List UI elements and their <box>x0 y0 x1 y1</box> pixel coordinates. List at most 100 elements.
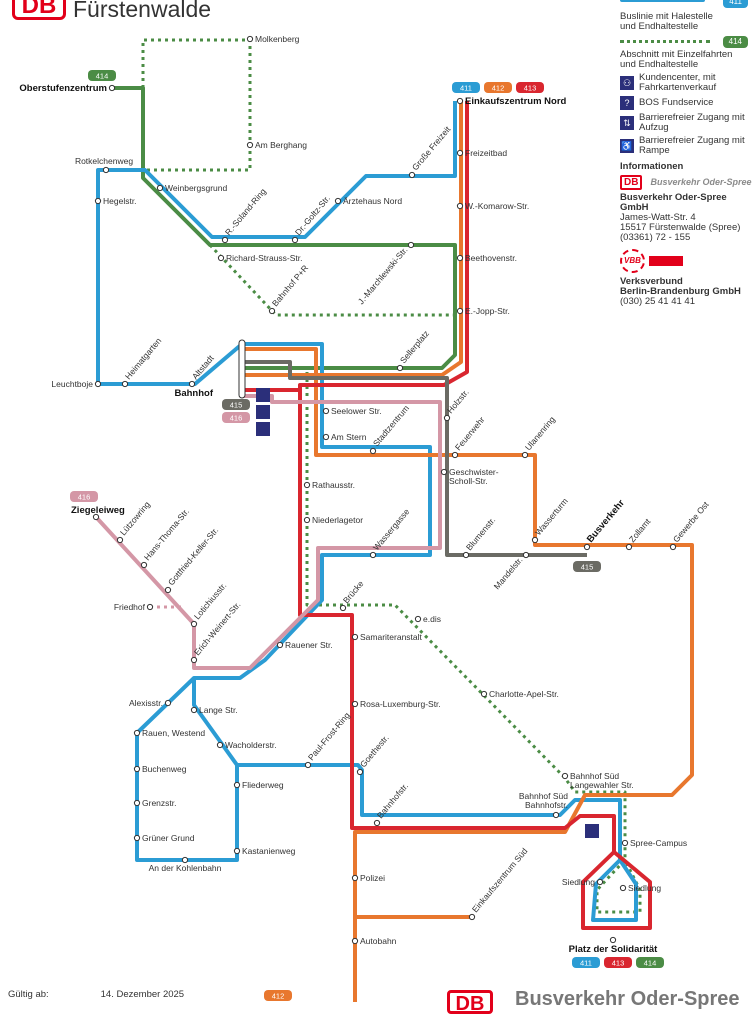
station[interactable]: Geschwister-Scholl-Str. <box>440 467 499 486</box>
station[interactable]: Gottfried-Keller-Str. <box>164 525 220 594</box>
station[interactable]: An der Kohlenbahn <box>149 856 222 873</box>
station-label: e.dis <box>423 614 441 624</box>
line-badge-411[interactable]: 411 <box>452 82 480 93</box>
station[interactable]: Gewerbe Ost <box>669 499 711 551</box>
line-badge-416[interactable]: 416 <box>222 412 250 423</box>
station[interactable]: Bahnhofstr. <box>373 781 410 827</box>
station-label: Siedlung <box>628 883 661 893</box>
station[interactable]: e.dis <box>414 614 441 624</box>
station[interactable]: Beethovenstr. <box>456 253 517 263</box>
station[interactable]: Fliederweg <box>233 780 284 790</box>
station-label: Beethovenstr. <box>465 253 517 263</box>
station-stop-marker <box>583 543 591 551</box>
badge-bg <box>572 957 600 968</box>
station[interactable]: Rathausstr. <box>303 480 355 490</box>
station[interactable]: Bahnhof P+R <box>268 263 310 315</box>
station[interactable]: Grenzstr. <box>133 798 176 808</box>
station[interactable]: Rauener Str. <box>276 640 333 650</box>
station-stop-marker <box>190 620 198 628</box>
station-stop-marker <box>621 839 629 847</box>
station-stop-marker <box>456 307 464 315</box>
station[interactable]: Einkaufszentrum Süd <box>468 846 530 921</box>
line-badge-415[interactable]: 415 <box>573 561 601 572</box>
station-label-line2: Scholl-Str. <box>449 476 488 486</box>
station[interactable]: Buchenweg <box>133 764 187 774</box>
line-badge-416[interactable]: 416 <box>70 491 98 502</box>
station[interactable]: Molkenberg <box>246 34 300 44</box>
station[interactable]: Rosa-Luxemburg-Str. <box>351 699 441 709</box>
station[interactable]: Oberstufenzentrum <box>19 83 116 94</box>
station[interactable]: Am Stern <box>322 432 367 442</box>
station-label: Freizeitbad <box>465 148 507 158</box>
station-label: Molkenberg <box>255 34 300 44</box>
station[interactable]: Seelower Str. <box>322 406 382 416</box>
station[interactable]: Rotkelchenweg <box>75 156 133 174</box>
station-label: Hans-Thoma-Str. <box>142 506 191 562</box>
station[interactable]: Samariteranstalt <box>351 632 423 642</box>
station[interactable]: Siedlung <box>562 877 604 887</box>
station[interactable]: Autobahn <box>351 936 397 946</box>
station[interactable]: J.-Marchlewski-Str. <box>356 241 415 306</box>
station[interactable]: Rauen, Westend <box>133 728 205 738</box>
station[interactable]: Alexisstr. <box>129 698 172 708</box>
station[interactable]: Am Berghang <box>246 140 307 150</box>
line-badge-411[interactable]: 411 <box>572 957 600 968</box>
station[interactable]: Spree-Campus <box>621 838 687 848</box>
station-stop-marker <box>94 197 102 205</box>
station[interactable]: Heimatgarten <box>121 336 164 388</box>
badge-label: 415 <box>230 401 243 410</box>
station[interactable]: Hegelstr. <box>94 196 137 206</box>
station[interactable]: Ärztehaus Nord <box>334 196 402 206</box>
legend-partial-text: Abschnitt mit Einzelfahrten und Endhalte… <box>620 49 733 70</box>
legend-item-label: Barrierefreier Zugang mit Rampe <box>639 135 745 156</box>
station-label: Gewerbe Ost <box>671 499 711 544</box>
station-label: Feuerwehr <box>453 415 487 453</box>
station[interactable]: Mandelstr. <box>492 551 530 591</box>
station[interactable]: E.-Jopp-Str. <box>456 306 510 316</box>
station[interactable]: Siedlung <box>619 883 661 893</box>
station-stop-marker <box>408 171 416 179</box>
station[interactable]: R.-Soland-Ring <box>221 186 268 244</box>
station[interactable]: Ziegeleiweg <box>71 505 125 521</box>
station[interactable]: Blumenstr. <box>462 515 497 559</box>
station[interactable]: Lange Str. <box>190 705 238 715</box>
station[interactable]: Friedhof <box>114 602 154 612</box>
station[interactable]: Kastanienweg <box>233 846 296 856</box>
station[interactable]: Charlotte-Apel-Str. <box>480 689 559 699</box>
station[interactable]: Leuchtboje <box>51 379 102 389</box>
line-badge-414[interactable]: 414 <box>88 70 116 81</box>
station[interactable]: Paul-Frost-Ring <box>304 710 352 769</box>
line-badge-412[interactable]: 412 <box>264 990 292 1001</box>
line-badge-413[interactable]: 413 <box>604 957 632 968</box>
station[interactable]: Richard-Strauss-Str. <box>217 253 303 263</box>
line-badge-413[interactable]: 413 <box>516 82 544 93</box>
station[interactable]: Freizeitbad <box>456 148 507 158</box>
station-label: Hegelstr. <box>103 196 137 206</box>
badge-bg <box>88 70 116 81</box>
station-label: Buchenweg <box>142 764 187 774</box>
line-badge-414[interactable]: 414 <box>636 957 664 968</box>
station[interactable]: Grüner Grund <box>133 833 195 843</box>
station[interactable]: Niederlagetor <box>303 515 363 525</box>
station[interactable]: Große Freizeit <box>408 124 453 179</box>
station[interactable]: Weinbergsgrund <box>156 183 227 193</box>
station[interactable]: W.-Komarow-Str. <box>456 201 529 211</box>
station-label: Am Stern <box>331 432 367 442</box>
station[interactable]: Sellerplatz <box>396 328 431 372</box>
station[interactable]: Wasserturm <box>531 496 570 544</box>
station[interactable]: Polizei <box>351 873 385 883</box>
legend-item: ?BOS Fundservice <box>620 96 752 110</box>
station[interactable]: Ulanenring <box>521 414 557 459</box>
line-badge-415[interactable]: 415 <box>222 399 250 410</box>
station-label: Oberstufenzentrum <box>19 83 107 94</box>
station-stop-marker <box>133 729 141 737</box>
station[interactable]: Feuerwehr <box>451 415 487 459</box>
station-label-line2: Bahnhofstr. <box>525 800 568 810</box>
station[interactable]: Busverkehr <box>583 498 627 551</box>
line-badge-412[interactable]: 412 <box>484 82 512 93</box>
station[interactable]: Platz der Solidarität <box>569 936 659 955</box>
station[interactable]: Einkaufszentrum Nord <box>456 96 567 107</box>
station[interactable]: Wacholderstr. <box>216 740 277 750</box>
